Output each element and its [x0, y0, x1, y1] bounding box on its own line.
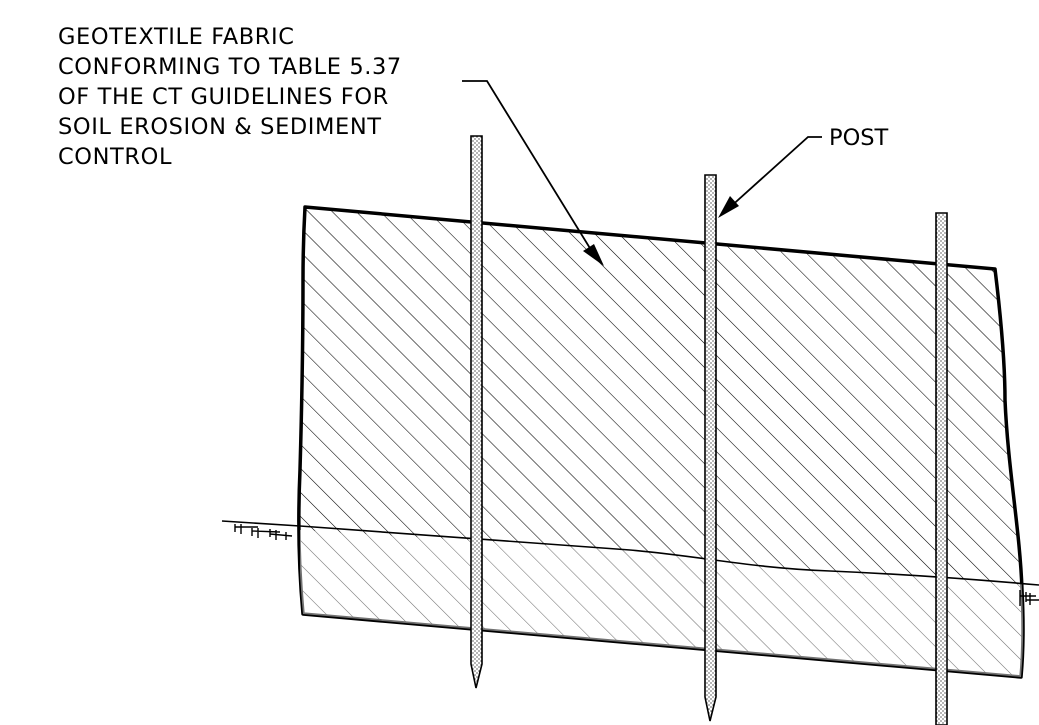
post-leader: [727, 136, 822, 210]
fabric-note-line-1: GEOTEXTILE FABRIC: [58, 24, 295, 50]
fabric-note-line-3: OF THE CT GUIDELINES FOR: [58, 84, 389, 110]
fabric-note: GEOTEXTILE FABRIC CONFORMING TO TABLE 5.…: [58, 24, 402, 170]
earth-symbol-left: [234, 524, 293, 540]
post-leader-arrowhead: [718, 196, 739, 218]
post-left: [470, 135, 483, 689]
geotextile-fabric-panel: [297, 205, 1025, 679]
fabric-leader: [462, 80, 597, 259]
post-right: [935, 212, 948, 725]
post-label: POST: [829, 125, 889, 151]
post-middle: [704, 174, 717, 722]
earth-symbol-right: [1019, 590, 1039, 606]
fabric-leader-arrowhead: [583, 244, 604, 266]
fabric-note-line-2: CONFORMING TO TABLE 5.37: [58, 54, 402, 80]
ground-line: [221, 520, 1039, 586]
fabric-note-line-5: CONTROL: [58, 144, 172, 170]
fabric-note-line-4: SOIL EROSION & SEDIMENT: [58, 114, 382, 140]
